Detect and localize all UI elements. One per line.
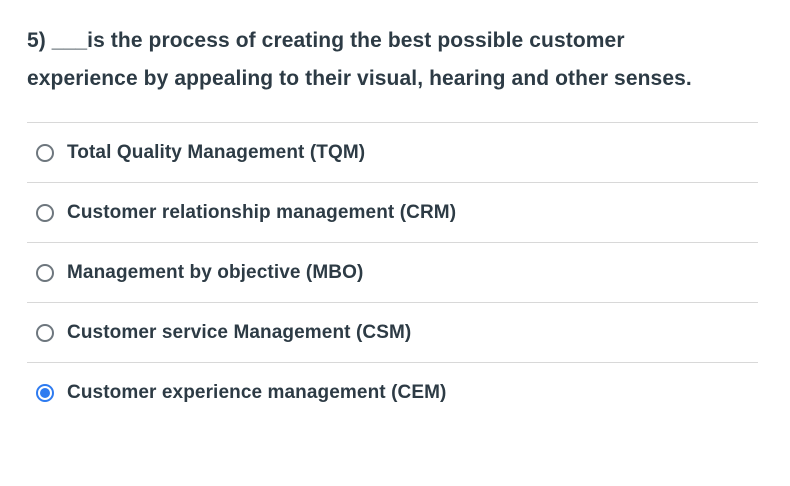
radio-button-icon[interactable]	[36, 143, 54, 162]
radio-button-icon[interactable]	[36, 203, 54, 222]
answer-option-label[interactable]: Total Quality Management (TQM)	[67, 141, 366, 163]
answer-option-label[interactable]: Customer experience management (CEM)	[67, 381, 447, 403]
answer-option-cem[interactable]: Customer experience management (CEM)	[27, 362, 758, 422]
answer-option-crm[interactable]: Customer relationship management (CRM)	[27, 182, 758, 242]
answer-options-list: Total Quality Management (TQM) Customer …	[27, 122, 758, 422]
answer-option-label[interactable]: Management by objective (MBO)	[67, 261, 364, 283]
answer-option-label[interactable]: Customer service Management (CSM)	[67, 321, 412, 343]
answer-option-csm[interactable]: Customer service Management (CSM)	[27, 302, 758, 362]
question-text: 5) ___is the process of creating the bes…	[27, 29, 692, 90]
answer-option-mbo[interactable]: Management by objective (MBO)	[27, 242, 758, 302]
answer-option-label[interactable]: Customer relationship management (CRM)	[67, 201, 457, 223]
radio-button-icon-selected[interactable]	[36, 383, 54, 402]
radio-button-icon[interactable]	[36, 263, 54, 282]
answer-option-tqm[interactable]: Total Quality Management (TQM)	[27, 122, 758, 182]
radio-button-icon[interactable]	[36, 323, 54, 342]
